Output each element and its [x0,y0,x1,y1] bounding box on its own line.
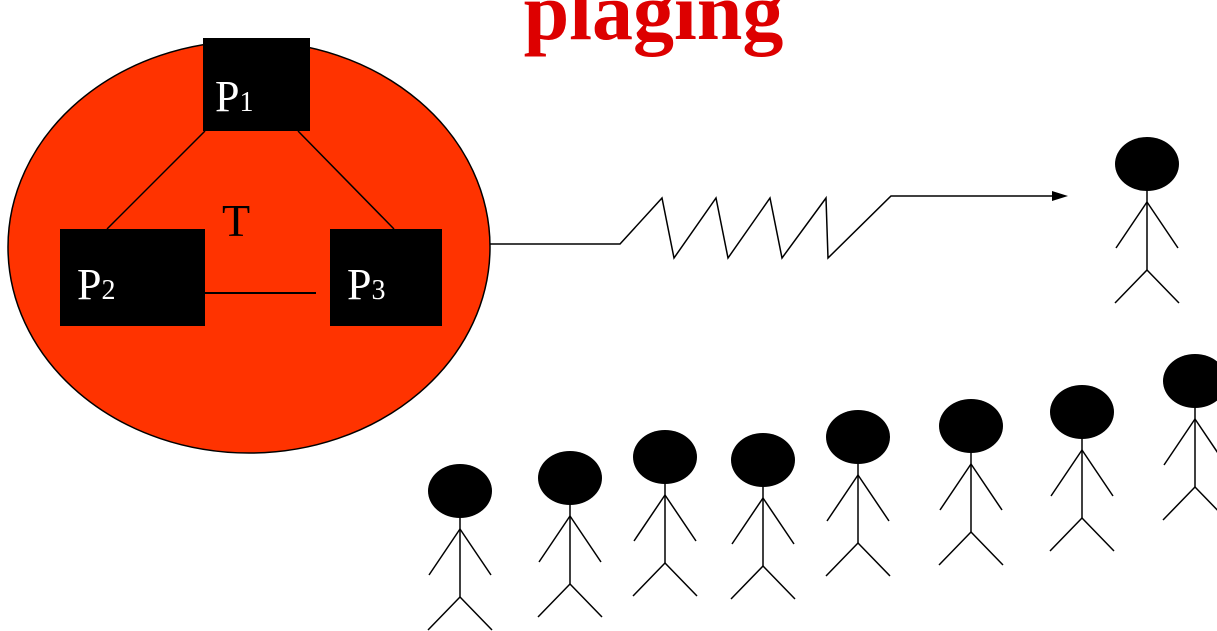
arrow-head-icon [1052,191,1068,201]
audience-person-icon-4 [730,433,796,600]
node-p1-box [203,38,310,131]
audience-person-icon-6 [938,399,1004,566]
audience-person-icon-2 [537,451,603,618]
receiver-person-icon [1114,137,1180,304]
node-p2-label: P [77,260,101,309]
svg-text:P3: P3 [347,260,385,309]
slide-title: plaging [523,0,784,57]
zigzag-signal-line [490,195,1057,260]
node-p2-subscript: 2 [101,275,115,306]
audience-person-icon-3 [632,430,698,597]
node-p3-box [330,229,442,326]
node-p2: P2 [60,229,205,326]
node-p3-label: P [347,260,371,309]
audience-figures [427,137,1217,631]
node-p1-label: P [215,72,239,121]
svg-text:P2: P2 [77,260,115,309]
node-p3-subscript: 3 [371,275,385,306]
audience-person-icon-5 [825,410,891,577]
edge-p1-p3 [297,130,395,230]
audience-person-icon-7 [1049,385,1115,552]
node-p3: P3 [330,229,442,326]
audience-person-icon-1 [427,464,493,631]
audience-person-icon-8 [1162,354,1217,521]
node-p2-box [60,229,205,326]
triangle-label: T [222,195,250,246]
node-p1: P1 [203,38,310,131]
node-p1-subscript: 1 [239,87,253,118]
edge-p1-p2 [106,130,206,230]
svg-text:P1: P1 [215,72,253,121]
